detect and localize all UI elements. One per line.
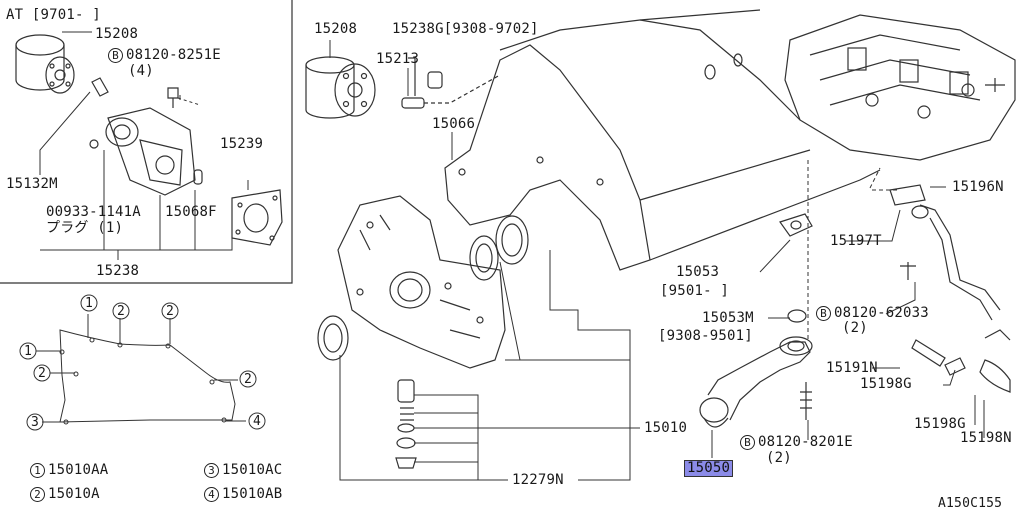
inset-leaders (39, 31, 249, 260)
callout-number: 2 (38, 366, 47, 381)
main-leaders (329, 40, 985, 481)
callout-number: 3 (31, 415, 40, 430)
callout-number: 1 (85, 296, 94, 311)
inset-assembly-label: 15238 (96, 263, 140, 279)
gasket-m-label[interactable]: 15053M (702, 310, 754, 326)
callout-number: 1 (24, 344, 33, 359)
bolt1-qty: (2) (766, 450, 792, 466)
switch-label[interactable]: 15213 (376, 51, 420, 67)
inset-at-label: AT [9701- ] (6, 7, 101, 23)
filter-label[interactable]: 15208 (314, 21, 358, 37)
hose-n-label[interactable]: 15198N (960, 430, 1012, 446)
cover-gasket-label[interactable]: 15066 (432, 116, 476, 132)
gasket-callout-circles (19, 294, 266, 431)
sensor-n-label[interactable]: 15191N (826, 360, 878, 376)
clamp-g2-label[interactable]: 15198G (914, 416, 966, 432)
relief-kit-label[interactable]: 12279N (512, 472, 564, 488)
bolt-marker-icon: B (816, 306, 831, 321)
callout-number: 4 (253, 414, 262, 429)
callout-number: 2 (244, 372, 253, 387)
gasket-m-date: [9308-9501] (658, 328, 753, 344)
gasket-15053-drawing (779, 213, 813, 323)
strainer-drawing (699, 336, 813, 428)
inset-filter-label: 15208 (95, 26, 139, 42)
tube-label[interactable]: 15197T (830, 233, 882, 249)
inset-gasket-label: 15239 (220, 136, 264, 152)
engine-block-drawing (499, 9, 881, 261)
strainer-label[interactable]: 15050 (684, 460, 734, 477)
gear-drawing (469, 215, 529, 281)
inset-sensor-label: 15132M (6, 176, 58, 192)
diagram-code: A150C155 (938, 496, 1003, 511)
cylinder-head-drawing (784, 14, 1016, 161)
relief-valve-drawing (395, 379, 417, 469)
clamp-g1-label[interactable]: 15198G (860, 376, 912, 392)
gasket-a-date: [9501- ] (660, 283, 730, 299)
bolt2-qty: (2) (842, 320, 868, 336)
inset-filter-drawing (15, 34, 75, 94)
oil-tube-drawing (889, 184, 1011, 393)
inset-fitting-label: 15068F (165, 204, 217, 220)
bolt-marker-icon: B (740, 435, 755, 450)
gasket-a-label[interactable]: 15053 (676, 264, 720, 280)
gasket-n-label[interactable]: 15196N (952, 179, 1004, 195)
callout-number: 2 (166, 304, 175, 319)
pump-housing-drawing (317, 195, 506, 369)
inset-frame (0, 0, 293, 284)
cover-gasket-drawing (444, 44, 651, 271)
inset-bolt-qty: (4) (128, 63, 154, 79)
inset-plug-jp-label: プラグ (1) (46, 220, 124, 236)
inset-plug-label: 00933-1141A (46, 204, 141, 220)
callout-number: 2 (117, 304, 126, 319)
pump-assy-label[interactable]: 15010 (644, 420, 688, 436)
bolt-marker-icon: B (108, 48, 123, 63)
cap-label[interactable]: 15238G[9308-9702] (392, 21, 539, 37)
inset-pump-drawing (89, 77, 283, 246)
gasket-outline-drawing (36, 314, 246, 425)
